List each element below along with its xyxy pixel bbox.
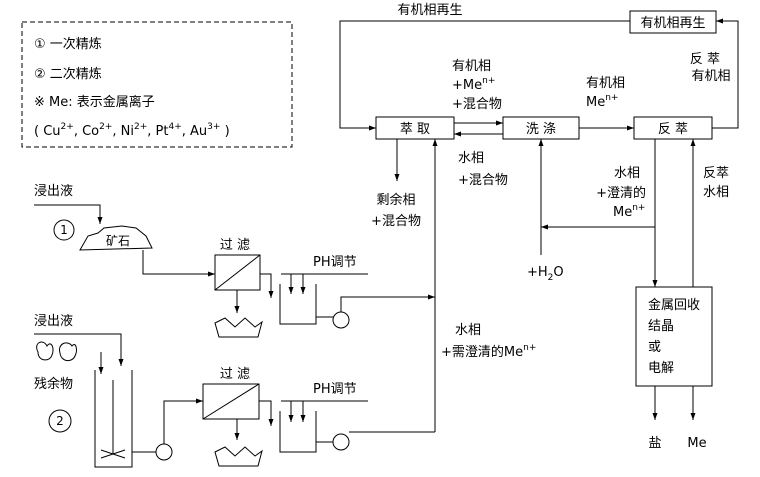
filter-1-label: 过 滤 <box>220 238 250 253</box>
clear-aqueous-label-2: +澄清的 <box>596 185 646 201</box>
water-label: +H2O <box>527 265 564 283</box>
pump-2 <box>155 443 173 461</box>
washed-organic-label-1: 有机相 <box>586 76 625 91</box>
filter-2-label: 过 滤 <box>220 367 250 382</box>
filter-1-diagonal <box>214 254 261 291</box>
regeneration-loop-label: 有机相再生 <box>397 3 462 18</box>
crystallization-label: 结晶 <box>648 319 674 334</box>
legend-line-secondary: ② 二次精炼 <box>34 66 102 82</box>
ore-to-filter-line <box>142 250 215 277</box>
ore-label: 矿石 <box>106 234 130 248</box>
strip-aqueous-label-2: 水相 <box>703 185 729 200</box>
filtrate-2-arrow <box>259 400 274 426</box>
loaded-organic-label-1: 有机相 <box>452 59 491 74</box>
step-one-number: 1 <box>60 223 68 237</box>
ph-tank-2 <box>279 411 317 453</box>
washed-organic-label-2: Men+ <box>586 93 618 110</box>
legend-line-primary: ① 一次精炼 <box>34 36 102 52</box>
leach-liquor-arrow-2 <box>34 333 124 366</box>
filtrate-1-arrow <box>260 273 274 298</box>
legend-frame <box>21 21 293 148</box>
strip-aqueous-label-1: 反萃 <box>703 166 729 181</box>
aqueous-mix-label-2: +混合物 <box>458 173 508 188</box>
legend: ① 一次精炼 ② 二次精炼 ※ Me: 表示金属离子 ( Cu2+, Co2+,… <box>21 21 293 148</box>
step-two-number: 2 <box>56 414 64 428</box>
clear-aqueous-label-3: Men+ <box>613 203 645 220</box>
legend-line-ions: ( Cu2+, Co2+, Ni2+, Pt4+, Au3+ ) <box>34 122 230 139</box>
raffinate-label-1: 剩余相 <box>376 192 415 208</box>
regenerated-organic-return-line <box>339 20 630 131</box>
pump-1 <box>332 311 350 329</box>
salt-label: 盐 <box>648 436 661 451</box>
stripped-organic-to-regen-line <box>712 18 739 129</box>
residue-blob-2 <box>58 342 77 361</box>
electrolysis-label: 电解 <box>648 361 674 376</box>
step-two-circle <box>48 409 72 433</box>
me-label: Me <box>687 436 706 451</box>
extraction-label: 萃 取 <box>400 122 430 137</box>
or-label: 或 <box>648 340 661 355</box>
step-one-circle <box>53 219 75 241</box>
residue-label: 残余物 <box>34 376 73 392</box>
leach-tank <box>94 370 133 468</box>
filter-2-diagonal <box>202 383 260 420</box>
pump-3 <box>332 433 350 451</box>
metal-recovery-label: 金属回收 <box>648 297 700 313</box>
aqueous-feed-label-2: +需澄清的Men+ <box>441 343 536 360</box>
pump-2-to-filter-line <box>163 398 203 444</box>
stripped-organic-label-1: 反 萃 <box>690 52 720 67</box>
raffinate-label-2: +混合物 <box>371 214 421 229</box>
secondary-refining-route: 浸出液 残余物 2 过 滤 PH调节 <box>34 314 435 468</box>
stripped-organic-label-2: 有机相 <box>691 69 730 84</box>
filter-2-residue-tray <box>214 446 263 467</box>
ph-adjust-2-label: PH调节 <box>313 382 357 397</box>
leach-liquor-label-2: 浸出液 <box>34 314 73 329</box>
loaded-organic-label-3: +混合物 <box>452 97 502 112</box>
organic-regeneration-label: 有机相再生 <box>640 16 705 31</box>
aqueous-feed-label-1: 水相 <box>455 323 481 338</box>
filter-1-residue-tray <box>214 317 263 338</box>
metal-recovery-box <box>635 286 713 387</box>
leach-liquor-label-1: 浸出液 <box>34 184 73 199</box>
washing-label: 洗 涤 <box>526 122 556 137</box>
aqueous-mix-label-1: 水相 <box>458 151 484 166</box>
residue-blob-1 <box>36 341 54 361</box>
leach-liquor-arrow-1 <box>34 204 103 224</box>
ph-tank-1 <box>279 284 317 325</box>
pump-1-to-feed-line <box>340 294 435 312</box>
legend-line-me: ※ Me: 表示金属离子 <box>34 94 155 110</box>
loaded-organic-label-2: +Men+ <box>452 76 495 93</box>
clear-aqueous-label-1: 水相 <box>614 166 640 181</box>
primary-refining-route: 浸出液 1 矿石 过 滤 PH调节 <box>34 184 435 338</box>
ph-adjust-1-label: PH调节 <box>313 255 357 270</box>
agitator-blades <box>100 449 126 459</box>
ore-pile <box>79 225 153 251</box>
stripping-label: 反 萃 <box>658 122 688 137</box>
